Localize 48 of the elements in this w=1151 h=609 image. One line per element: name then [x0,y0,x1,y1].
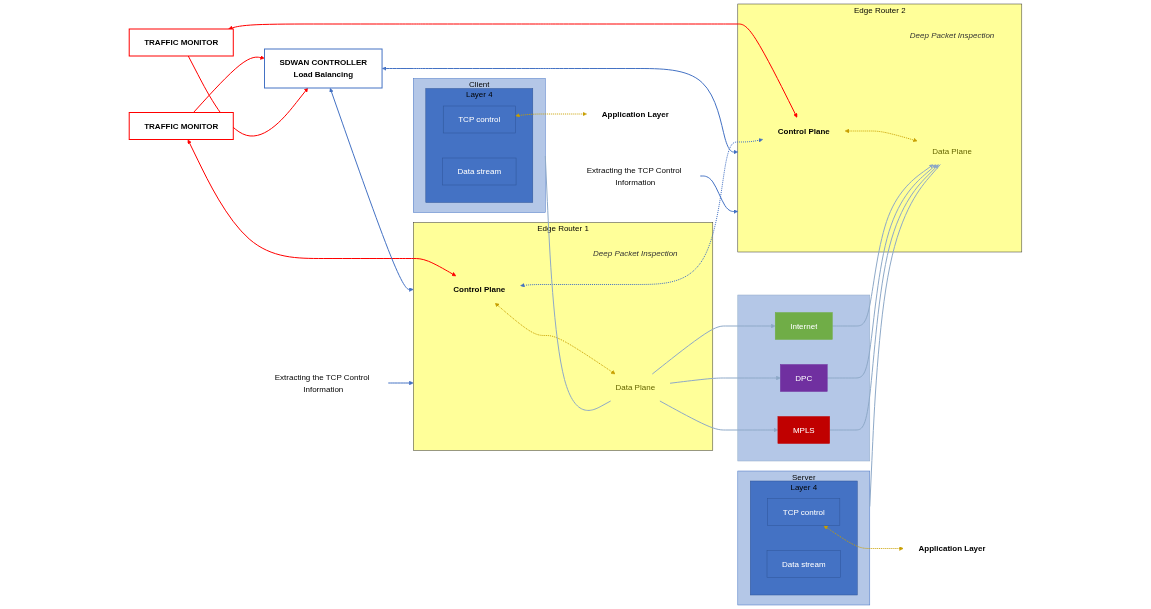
connector [869,164,941,507]
arrow [329,88,414,292]
arrow [659,400,779,433]
arrow [651,323,776,375]
node-box [264,48,383,89]
arrow [387,380,414,386]
node-text: Data Plane [615,383,656,392]
node-text: Control Plane [777,126,830,135]
arrow [823,525,904,551]
node-text: Extracting the TCP Control Information [586,165,682,186]
arrow [831,164,934,327]
cluster [413,78,546,213]
connector [544,155,612,411]
arrow [187,139,457,277]
arrow [187,55,309,137]
node-box [777,416,830,444]
cluster [737,470,871,606]
arrow [382,66,738,155]
arrow [520,138,763,288]
node-text: Data Plane [932,146,972,155]
node-box [128,112,234,140]
cluster [737,3,1023,253]
node-box [128,28,234,57]
node-text: Deep Packet Inspection [593,249,678,258]
node-text: Deep Packet Inspection [909,30,995,39]
node-text: Extracting the TCP Control Information [274,372,370,393]
cluster [425,88,534,203]
node-box [774,312,833,340]
arrow [193,55,265,113]
arrow [844,128,918,143]
node-box [780,364,828,392]
arrow [228,23,798,118]
node-box [443,105,516,134]
arrow [669,375,781,384]
arrow [494,302,616,375]
node-box [767,498,841,526]
arrow [829,164,939,431]
arrow [826,164,937,379]
node-text: Application Layer [601,109,669,118]
node-box [442,157,517,186]
arrow [515,111,587,118]
node-box [766,550,841,578]
node-text: Control Plane [453,285,506,294]
node-text: Application Layer [918,544,986,553]
cluster [737,294,871,462]
arrow [699,175,738,214]
cluster [413,222,714,451]
cluster [750,480,858,596]
